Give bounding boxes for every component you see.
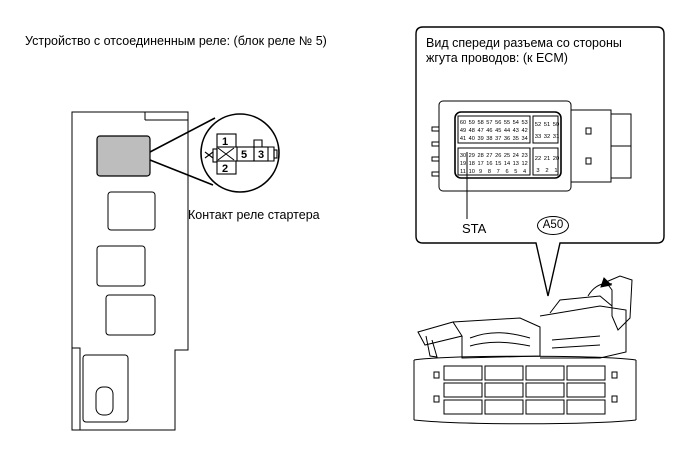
connector-pin-20: 20: [553, 156, 559, 162]
connector-pin-16: 16: [486, 161, 492, 167]
connector-pin-59: 59: [469, 120, 475, 126]
connector-pin-30: 30: [460, 153, 466, 159]
connector-pin-19: 19: [460, 161, 466, 167]
connector-pin-22: 22: [535, 156, 541, 162]
connector-pin-29: 29: [469, 153, 475, 159]
connector-pin-51: 51: [544, 122, 550, 128]
connector-pin-8: 8: [488, 169, 491, 175]
relay-pinout: [204, 133, 278, 175]
connector-pin-33: 33: [535, 134, 541, 140]
connector-pin-55: 55: [504, 120, 510, 126]
bottom-tab-hole: [95, 386, 114, 416]
connector-pin-53: 53: [521, 120, 527, 126]
connector-pin-54: 54: [513, 120, 519, 126]
connector-pin-14: 14: [504, 161, 510, 167]
connector-pin-44: 44: [504, 128, 510, 134]
starter-relay-slot[interactable]: [96, 135, 151, 177]
connector-pin-40: 40: [469, 136, 475, 142]
relay-block: [71, 111, 189, 431]
connector-pin-9: 9: [479, 169, 482, 175]
starter-relay-caption: Контакт реле стартера: [188, 208, 320, 222]
connector-id-badge: A50: [537, 216, 569, 235]
relay-slot-2: [107, 191, 156, 231]
callout-box: [415, 26, 665, 297]
connector-pin-27: 27: [486, 153, 492, 159]
connector-pin-11: 11: [460, 169, 466, 175]
connector-pin-3: 3: [536, 168, 539, 174]
connector-pin-48: 48: [469, 128, 475, 134]
connector-pin-57: 57: [486, 120, 492, 126]
relay-pin-5: 5: [241, 149, 247, 161]
connector-pin-10: 10: [469, 169, 475, 175]
connector-pin-18: 18: [469, 161, 475, 167]
relay-pin-2: 2: [222, 163, 228, 175]
connector-pin-23: 23: [521, 153, 527, 159]
connector-pin-1: 1: [554, 168, 557, 174]
connector-pin-13: 13: [513, 161, 519, 167]
connector-pin-28: 28: [477, 153, 483, 159]
connector-pin-17: 17: [477, 161, 483, 167]
connector-pin-34: 34: [521, 136, 527, 142]
connector-pin-42: 42: [521, 128, 527, 134]
relay-pin-1: 1: [222, 136, 228, 148]
connector-pin-38: 38: [486, 136, 492, 142]
connector-pin-2: 2: [545, 168, 548, 174]
connector-pin-52: 52: [535, 122, 541, 128]
connector-pin-4: 4: [523, 169, 526, 175]
ecm-unit: [413, 275, 637, 425]
connector-pin-50: 50: [553, 122, 559, 128]
connector-pin-60: 60: [460, 120, 466, 126]
connector-pin-7: 7: [497, 169, 500, 175]
connector-pin-15: 15: [495, 161, 501, 167]
sta-pin-label: STA: [462, 221, 487, 236]
connector-pin-37: 37: [495, 136, 501, 142]
connector-pin-46: 46: [486, 128, 492, 134]
relay-pinout-x: [217, 147, 235, 161]
bottom-tab: [82, 354, 129, 423]
connector-pin-43: 43: [513, 128, 519, 134]
connector-pin-58: 58: [477, 120, 483, 126]
connector-pin-6: 6: [505, 169, 508, 175]
ecm-connector: [431, 100, 632, 192]
connector-pin-35: 35: [513, 136, 519, 142]
connector-pin-36: 36: [504, 136, 510, 142]
relay-leader-lines: [149, 117, 216, 186]
connector-pin-47: 47: [477, 128, 483, 134]
connector-pin-5: 5: [514, 169, 517, 175]
connector-pin-12: 12: [521, 161, 527, 167]
relay-slot-3: [96, 245, 146, 287]
callout-title: Вид спереди разъема со стороны жгута про…: [426, 36, 622, 65]
connector-pin-31: 31: [553, 134, 559, 140]
connector-pin-45: 45: [495, 128, 501, 134]
connector-pin-49: 49: [460, 128, 466, 134]
connector-pin-32: 32: [544, 134, 550, 140]
connector-pin-24: 24: [513, 153, 519, 159]
relay-pin-3: 3: [258, 149, 264, 161]
connector-pin-39: 39: [477, 136, 483, 142]
connector-pin-41: 41: [460, 136, 466, 142]
connector-pin-56: 56: [495, 120, 501, 126]
ecm-grid: [433, 365, 618, 415]
left-title: Устройство с отсоединенным реле: (блок р…: [25, 34, 327, 48]
connector-pin-21: 21: [544, 156, 550, 162]
connector-pin-26: 26: [495, 153, 501, 159]
connector-pin-25: 25: [504, 153, 510, 159]
relay-slot-4: [105, 294, 156, 336]
